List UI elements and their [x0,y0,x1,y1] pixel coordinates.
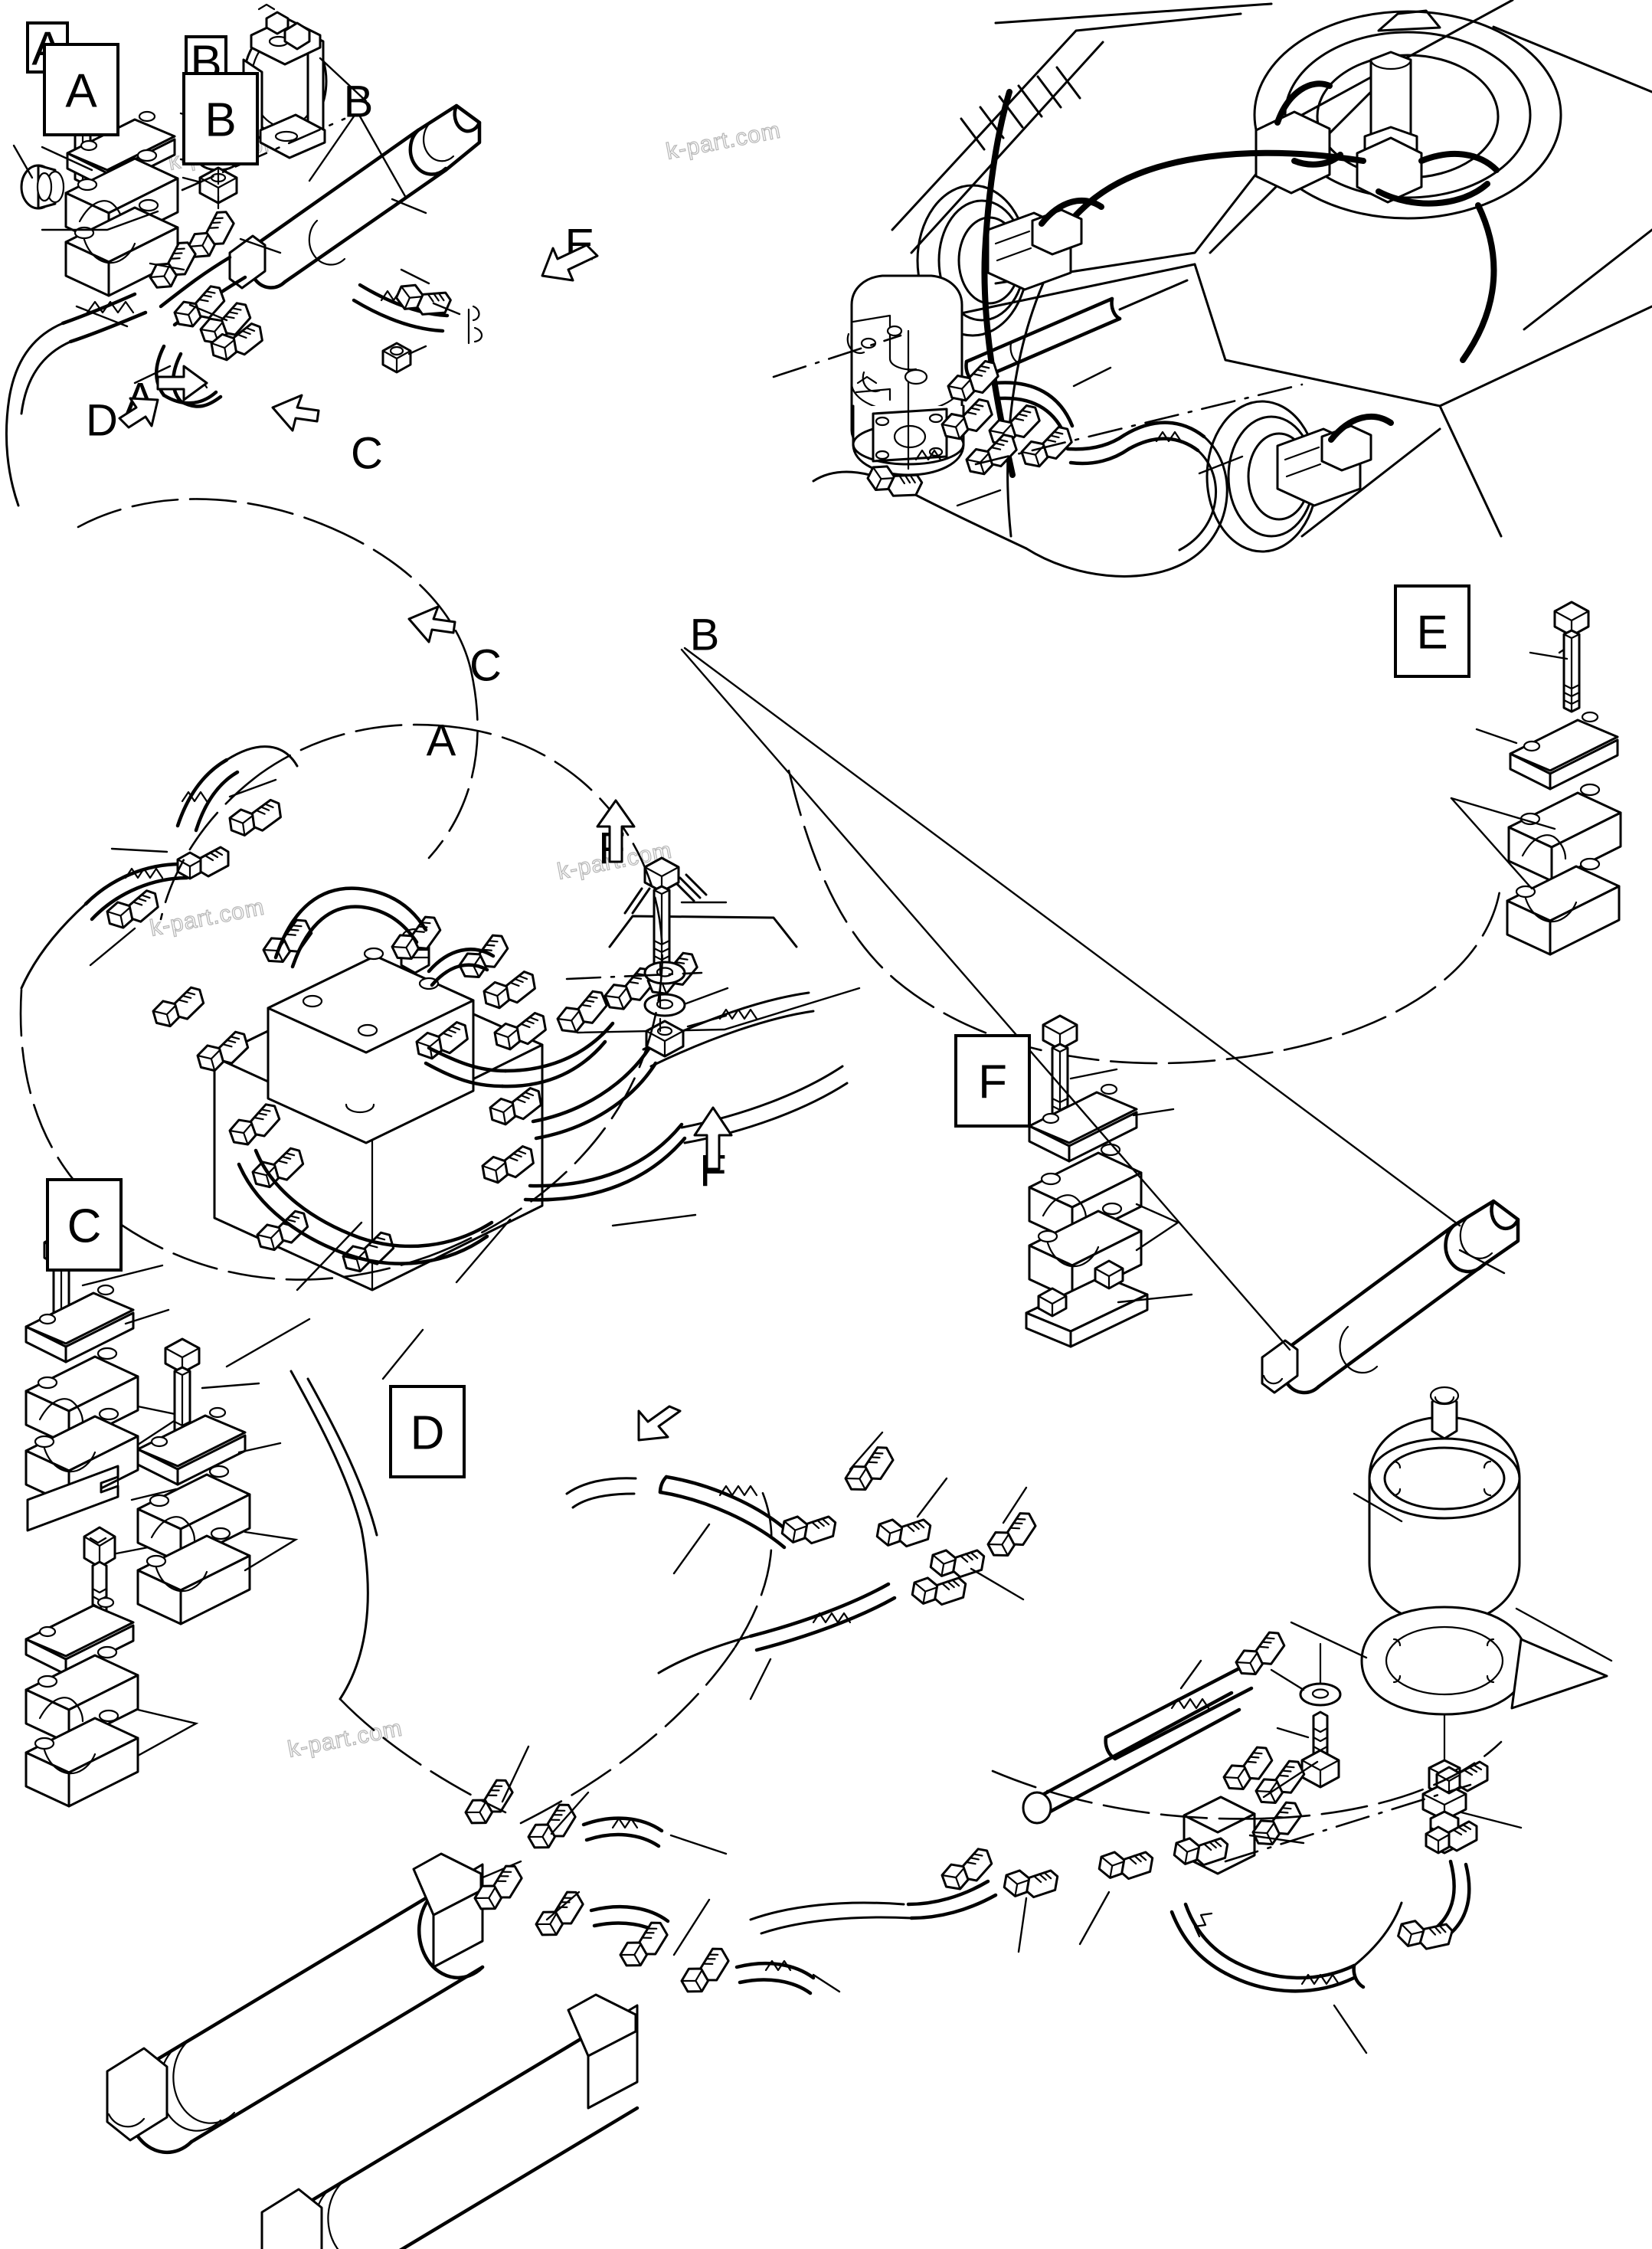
section-arrow-a2 [637,1405,682,1442]
section-arrow-e [541,244,599,282]
clamp-group-f [1025,1014,1193,1348]
clamp-group-c [25,1232,199,1808]
section-box-a-main[interactable]: A [43,43,119,136]
section-box-label-b-main: B [204,94,236,147]
swivel-outlet-hoses [812,357,1304,578]
clamp-group-e [1450,601,1622,956]
section-box-label-e: E [1416,607,1448,660]
section-arrow-label-d: D [86,396,118,446]
section-box-label-d: D [411,1407,445,1460]
section-box-label-a-main: A [65,65,97,118]
hose-run-lower-middle: A [427,716,1043,1701]
hydraulic-cylinder-middle-right [680,647,1520,1395]
section-arrow-c2 [407,605,456,643]
section-box-layer-2: A B [43,43,259,165]
watermark: k-part.com [286,1716,404,1763]
section-arrow-f1-down [596,799,636,863]
clamp-group-d [136,1337,299,1625]
section-box-e[interactable]: E [1394,584,1470,678]
control-valve-block [103,873,861,1380]
section-arrow-c1 [271,394,320,432]
section-box-label-f: F [978,1056,1007,1109]
lower-right-piping: F F [596,799,1503,2054]
section-box-b-main[interactable]: B [182,72,259,165]
section-box-f[interactable]: F [954,1034,1031,1128]
hose-run-around-valve: C C [19,394,1503,1701]
hydraulic-cylinder-upper: B [228,103,720,660]
center-swivel-joint: E [541,89,1189,478]
section-box-c[interactable]: C [46,1178,123,1272]
clamp-group-b: B [179,3,407,210]
hose-and-plug-center-top [352,268,483,374]
hose-run-upper-left: A D [5,198,427,507]
clamp-group-a [12,72,179,297]
section-arrow-label-c2: C [469,641,502,691]
watermark: k-part.com [664,118,783,165]
section-box-d[interactable]: D [389,1385,466,1478]
group-callout-b-2: B [690,611,720,660]
section-box-label-c: C [67,1200,102,1253]
machine-overview-illustration [891,0,1652,553]
section-arrow-f2-up [693,1106,733,1170]
hydraulic-cylinders-bottom-left [106,1485,841,2249]
accumulator-assembly [1270,1386,1613,1855]
section-arrow-a-right [156,365,208,401]
section-arrow-label-a2: A [427,716,456,766]
section-arrow-d [118,397,159,429]
group-callout-b: B [344,77,374,127]
section-arrow-label-c1: C [351,429,383,479]
